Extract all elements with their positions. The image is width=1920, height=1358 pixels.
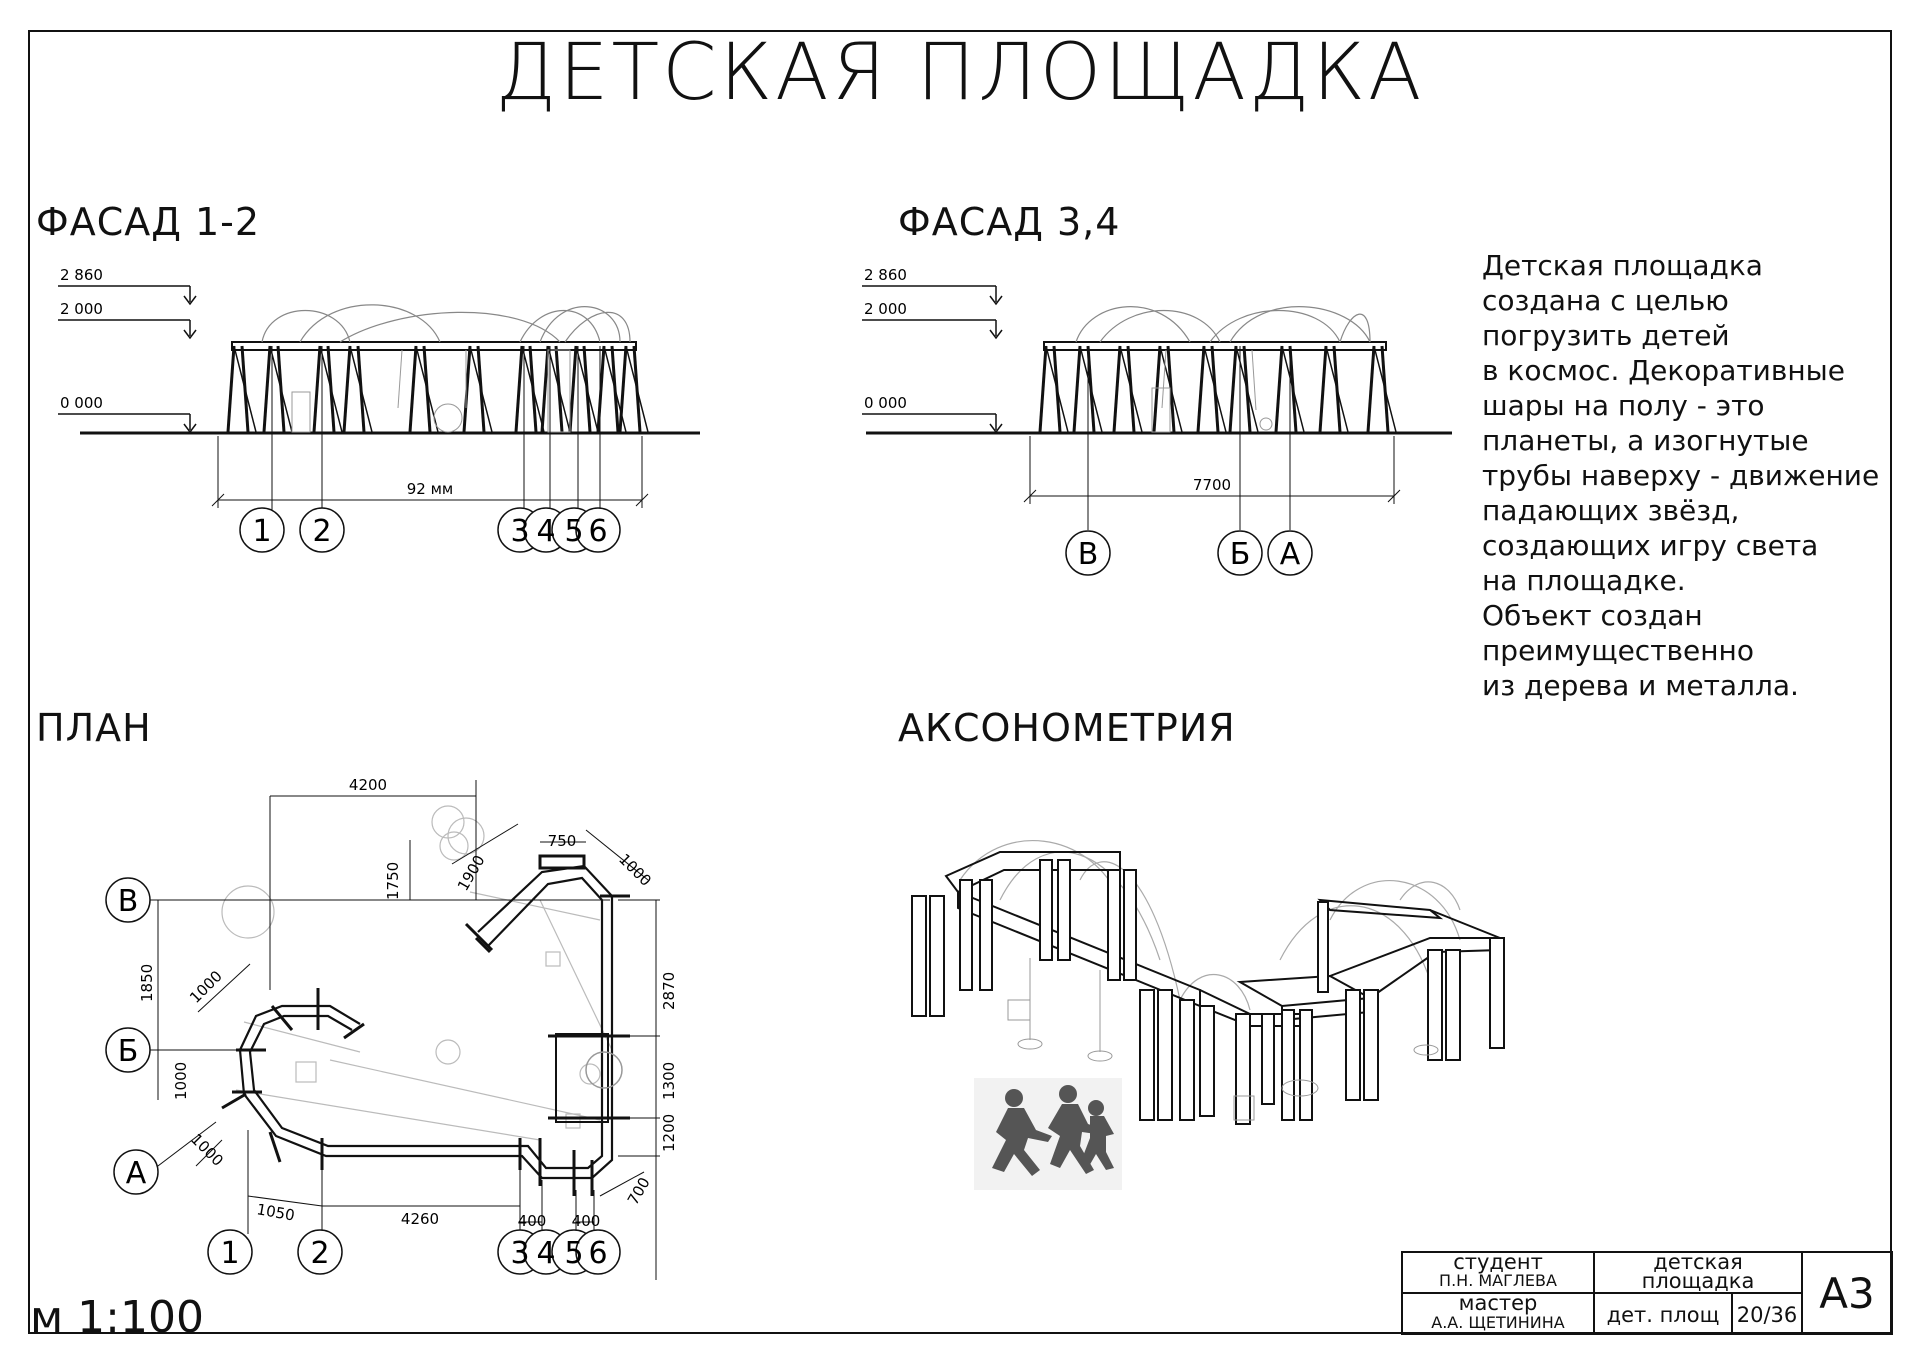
stamp-project-line2: площадка [1641, 1269, 1755, 1293]
plan-dim-1300: 1300 [660, 1062, 678, 1100]
facade34-width-dimension: 7700 [1193, 476, 1231, 494]
stamp-format: А3 [1819, 1268, 1875, 1318]
plan-dim-700: 700 [624, 1174, 654, 1208]
plan-axis-3: 3 [510, 1236, 529, 1271]
facade12-level-2000: 2 000 [60, 300, 103, 318]
stamp-project-line1: детская [1653, 1250, 1743, 1274]
section-title-facade-1-2: ФАСАД 1-2 [36, 200, 261, 244]
axonometry-drawing [911, 840, 1505, 1190]
facade-3-4-drawing: 2 860 2 000 0 000 [862, 266, 1452, 576]
plan-dim-4260: 4260 [401, 1210, 439, 1228]
plan-dim-400-left: 400 [518, 1212, 547, 1230]
plan-drawing: 4200 750 1000 1750 1900 2870 1850 1000 1… [105, 776, 678, 1280]
facade12-axis-2: 2 [312, 514, 331, 549]
plan-dim-1900: 1900 [454, 852, 489, 894]
plan-dim-400-right: 400 [572, 1212, 601, 1230]
stamp-student-label: студент [1453, 1250, 1543, 1274]
plan-dim-750: 750 [548, 832, 577, 850]
plan-dim-1000-w: 1000 [172, 1062, 190, 1100]
plan-axis-1: 1 [220, 1236, 239, 1271]
facade34-level-2860: 2 860 [864, 266, 907, 284]
plan-axis-4: 4 [536, 1236, 555, 1271]
plan-axis-6: 6 [588, 1236, 607, 1271]
facade34-axis-v: В [1078, 537, 1099, 572]
plan-dim-4200: 4200 [349, 776, 387, 794]
stamp-master-label: мастер [1458, 1291, 1538, 1315]
plan-dim-1850: 1850 [138, 964, 156, 1002]
facade34-axis-b: Б [1230, 537, 1251, 572]
title-block: студент П.Н. МАГЛЕВА мастер А.А. ЩЕТИНИН… [1402, 1252, 1802, 1334]
plan-axis-5: 5 [564, 1236, 583, 1271]
facade-1-2-drawing: 2 860 2 000 0 000 [58, 266, 700, 553]
facade12-width-dimension: 92 мм [407, 480, 454, 498]
stamp-sheet-code: дет. площ [1606, 1303, 1720, 1327]
title-block-grid [1401, 1251, 1893, 1335]
scale-label: м 1:100 [30, 1292, 204, 1343]
plan-axis-2: 2 [310, 1236, 329, 1271]
plan-dim-1050: 1050 [255, 1200, 296, 1224]
facade12-level-2860: 2 860 [60, 266, 103, 284]
facade12-level-0000: 0 000 [60, 394, 103, 412]
section-title-axonometry: АКСОНОМЕТРИЯ [898, 706, 1236, 750]
plan-dim-1750: 1750 [384, 862, 402, 900]
stamp-master-name: А.А. ЩЕТИНИНА [1431, 1313, 1565, 1332]
plan-axis-v: В [118, 884, 139, 919]
plan-dim-2870: 2870 [660, 972, 678, 1010]
facade34-axis-a: А [1280, 537, 1301, 572]
plan-dim-1000-nw: 1000 [186, 967, 226, 1007]
stamp-student-name: П.Н. МАГЛЕВА [1439, 1271, 1557, 1290]
section-title-plan: ПЛАН [36, 706, 152, 750]
sheet-title: ДЕТСКАЯ ПЛОЩАДКА [495, 28, 1425, 118]
project-description: Детская площадка создана с целью погрузи… [1482, 249, 1880, 702]
section-title-facade-3-4: ФАСАД 3,4 [898, 200, 1121, 244]
plan-dim-1000-top: 1000 [615, 850, 655, 890]
children-silhouette-image [974, 1078, 1122, 1190]
facade34-level-0000: 0 000 [864, 394, 907, 412]
drawing-sheet-frame [28, 30, 1892, 1334]
stamp-sheet-number: 20/36 [1736, 1303, 1798, 1327]
plan-axis-a: А [126, 1156, 147, 1191]
plan-axis-b: Б [118, 1034, 139, 1069]
facade12-axis-6: 6 [588, 514, 607, 549]
facade12-axis-4: 4 [536, 514, 555, 549]
plan-dim-1000-sw: 1000 [187, 1130, 227, 1170]
plan-dim-1200: 1200 [660, 1114, 678, 1152]
facade34-level-2000: 2 000 [864, 300, 907, 318]
facade12-axis-5: 5 [564, 514, 583, 549]
facade12-axis-3: 3 [510, 514, 529, 549]
facade12-axis-1: 1 [252, 514, 271, 549]
